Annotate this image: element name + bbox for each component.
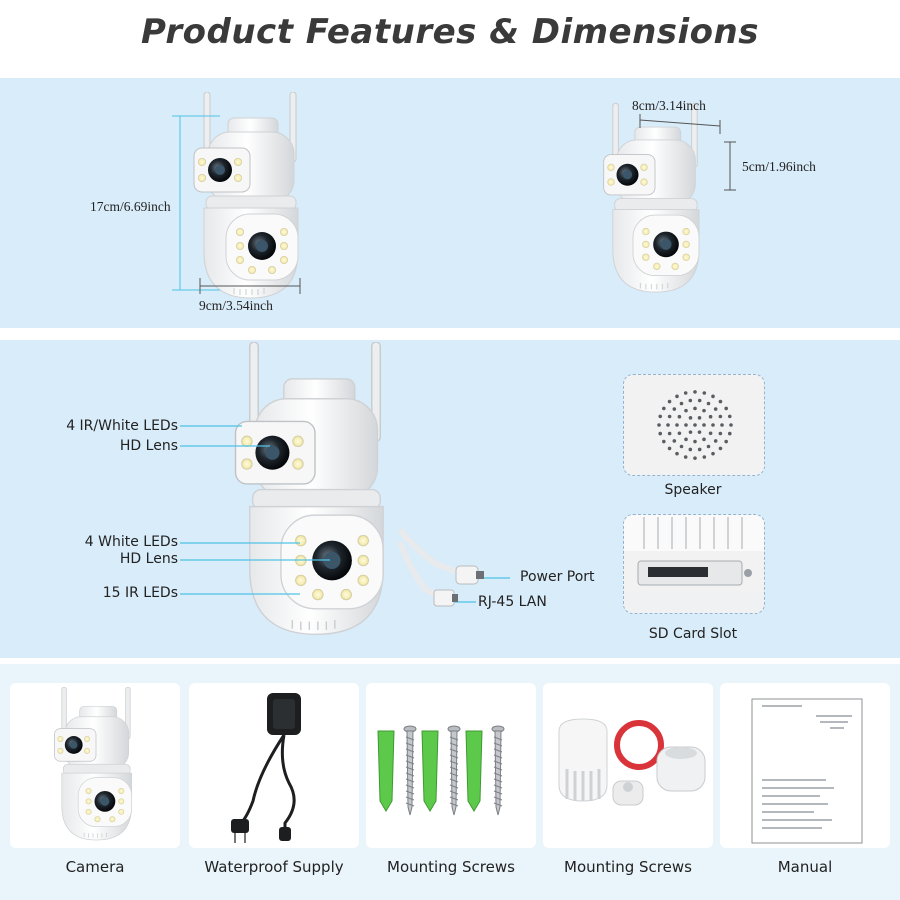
power-adapter-icon [231,693,301,843]
package-item-screws-2 [543,683,713,848]
speaker-label: Speaker [664,482,722,498]
package-label-camera: Camera [65,858,125,876]
callout-rj45-lan: RJ-45 LAN [478,594,547,610]
screws-anchors-icon [377,725,505,816]
front-dimension-guides [172,115,301,294]
cable-connectors [397,528,484,607]
package-item-screws-1 [366,683,536,848]
speaker-detail [623,374,765,476]
lens-spacing-dimension: 8cm/3.14inch [632,98,706,113]
callout-lower-leds: 4 White LEDs [84,534,178,550]
package-item-manual [720,683,890,848]
waterproof-fittings-icon [558,718,706,806]
manual-booklet-icon [751,698,863,844]
sd-card-label: SD Card Slot [648,626,738,642]
width-dimension: 9cm/3.54inch [199,298,273,313]
package-item-power-supply [189,683,359,848]
head-height-dimension: 5cm/1.96inch [742,159,816,174]
package-label-screws-1: Mounting Screws [387,858,515,876]
callout-lower-lens: HD Lens [119,551,178,567]
callout-upper-lens: HD Lens [119,438,178,454]
speaker-grille-icon [657,390,733,460]
height-dimension: 17cm/6.69inch [90,199,171,214]
sd-slot-icon [624,515,764,613]
package-label-power-supply: Waterproof Supply [204,858,344,876]
callout-ir-leds: 15 IR LEDs [102,585,178,601]
package-label-screws-2: Mounting Screws [564,858,692,876]
side-dimension-guides [639,114,736,191]
sd-card-detail [623,514,765,614]
page-title: Product Features & Dimensions [141,12,759,52]
callout-power-port: Power Port [520,569,595,585]
camera-icon [48,687,144,843]
callout-upper-leds: 4 IR/White LEDs [66,418,178,434]
dimensions-panel [0,78,900,328]
package-item-camera [10,683,180,848]
package-label-manual: Manual [777,858,833,876]
